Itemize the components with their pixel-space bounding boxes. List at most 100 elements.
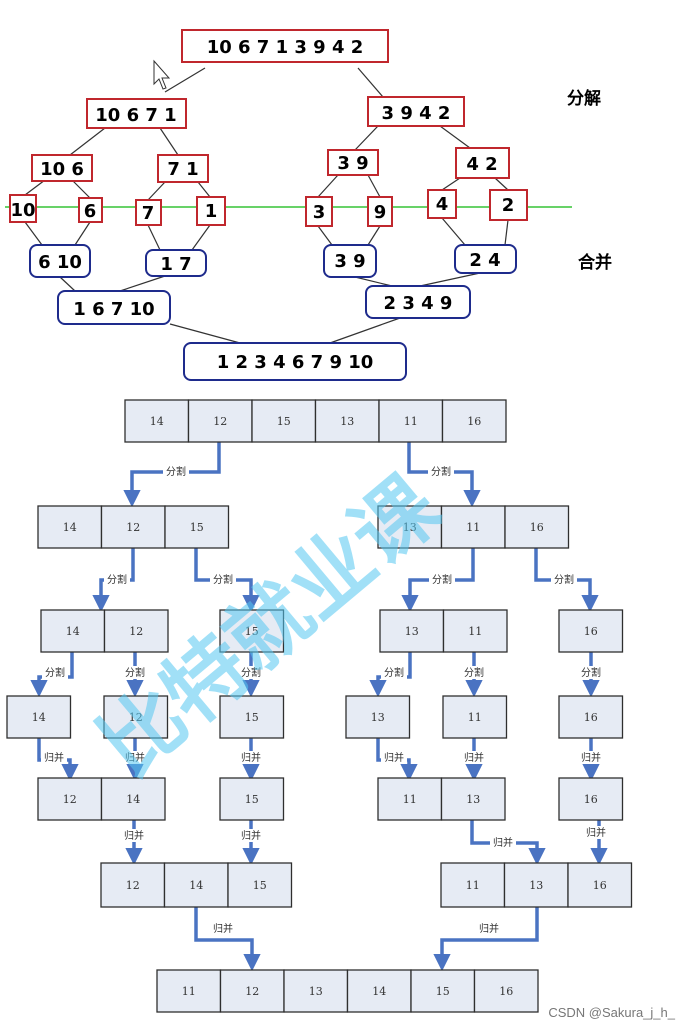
split-op-label: 分割 (381, 666, 407, 679)
split-box: 10 (9, 194, 37, 223)
array-cell-value: 13 (371, 711, 385, 724)
array-cell-value: 13 (403, 521, 417, 534)
array-cell-value: 15 (277, 415, 291, 428)
split-box-values: 4 (436, 194, 449, 215)
split-op-label: 分割 (551, 573, 577, 586)
merge-tree: 6 10 1 7 3 9 2 4 1 6 7 10 2 3 4 9 1 2 3 … (29, 244, 517, 381)
array-group: 11 (442, 695, 508, 739)
array-cell-value: 13 (309, 985, 323, 998)
merge-phase-label: 合并 (578, 252, 612, 273)
merge-box-values: 1 7 (160, 254, 191, 275)
bottom-op-labels: 分割 分割 分割 分割 分割 分割 分割 分割 分割 分割 分割 分割 归并 归… (41, 465, 609, 935)
array-cell-value: 14 (150, 415, 164, 428)
array-cell (164, 505, 230, 549)
array-cell-value: 15 (190, 521, 204, 534)
split-box: 7 1 (157, 154, 209, 183)
array-cell-value: 15 (436, 985, 450, 998)
svg-text:归并: 归并 (241, 751, 261, 764)
svg-text:归并: 归并 (384, 751, 404, 764)
array-cell-value: 16 (584, 793, 598, 806)
split-op-label: 分割 (42, 666, 68, 679)
svg-text:分割: 分割 (384, 666, 404, 679)
split-box-values: 10 6 7 1 (95, 105, 176, 126)
svg-text:分割: 分割 (581, 666, 601, 679)
merge-box-values: 2 3 4 9 (384, 293, 453, 314)
array-cell (37, 505, 103, 549)
merge-op-label: 归并 (578, 751, 604, 764)
array-cell-value: 11 (468, 711, 482, 724)
array-cell (100, 777, 166, 821)
split-box-values: 6 (84, 201, 97, 222)
merge-box-values: 1 2 3 4 6 7 9 10 (217, 352, 374, 373)
split-tree: 10 6 7 1 3 9 4 2 10 6 7 1 3 9 4 2 10 6 7… (9, 29, 528, 227)
array-cell (251, 399, 317, 443)
array-cell-value: 12 (213, 415, 227, 428)
array-cell-value: 16 (530, 521, 544, 534)
array-cell (567, 862, 633, 908)
array-cell (473, 969, 539, 1013)
split-box-values: 3 (313, 202, 326, 223)
array-cell-value: 13 (405, 625, 419, 638)
array-cell-value: 12 (129, 711, 143, 724)
merge-box-values: 2 4 (469, 250, 500, 271)
array-cell (440, 777, 506, 821)
svg-text:分割: 分割 (554, 573, 574, 586)
array-group: 16 (558, 777, 624, 821)
array-cell (219, 695, 285, 739)
svg-text:分割: 分割 (432, 573, 452, 586)
array-cell (345, 695, 411, 739)
array-cell (410, 969, 476, 1013)
array-cell (124, 399, 190, 443)
svg-text:分割: 分割 (107, 573, 127, 586)
author-credit: CSDN @Sakura_j_h_ (548, 1005, 675, 1020)
split-box: 10 6 (31, 154, 93, 182)
split-op-label: 分割 (238, 666, 264, 679)
split-box-values: 9 (374, 202, 387, 223)
split-box-values: 3 9 (337, 153, 368, 174)
array-cell-value: 12 (126, 879, 140, 892)
split-box: 3 9 (327, 149, 379, 176)
split-op-label: 分割 (104, 573, 130, 586)
svg-text:归并: 归并 (241, 829, 261, 842)
svg-text:归并: 归并 (124, 829, 144, 842)
svg-text:分割: 分割 (125, 666, 145, 679)
svg-text:归并: 归并 (213, 922, 233, 935)
split-op-label: 分割 (429, 573, 455, 586)
array-cell-value: 16 (467, 415, 481, 428)
array-cell (558, 609, 624, 653)
split-box-values: 10 (10, 200, 35, 221)
split-box-values: 10 6 (40, 159, 84, 180)
array-group: 15 (219, 609, 285, 653)
array-cell-value: 12 (63, 793, 77, 806)
array-cell-value: 14 (126, 793, 140, 806)
array-cell (219, 969, 285, 1013)
split-box-values: 2 (502, 195, 515, 216)
array-group: 13 11 16 (377, 505, 570, 549)
array-cell-value: 11 (466, 521, 480, 534)
array-cell-value: 16 (499, 985, 513, 998)
array-cell-value: 13 (529, 879, 543, 892)
array-cell (379, 609, 445, 653)
merge-op-label: 归并 (122, 751, 148, 764)
split-op-label: 分割 (122, 666, 148, 679)
array-group: 13 (345, 695, 411, 739)
split-box: 3 9 4 2 (367, 96, 465, 127)
split-box: 3 (305, 196, 333, 227)
merge-op-label: 归并 (476, 922, 502, 935)
merge-op-label: 归并 (238, 751, 264, 764)
merge-box-values: 1 6 7 10 (73, 299, 154, 320)
svg-text:归并: 归并 (581, 751, 601, 764)
merge-box: 1 2 3 4 6 7 9 10 (183, 342, 407, 381)
split-op-label: 分割 (461, 666, 487, 679)
split-box: 2 (489, 189, 528, 221)
merge-box-values: 3 9 (334, 251, 365, 272)
array-cell-value: 14 (63, 521, 77, 534)
